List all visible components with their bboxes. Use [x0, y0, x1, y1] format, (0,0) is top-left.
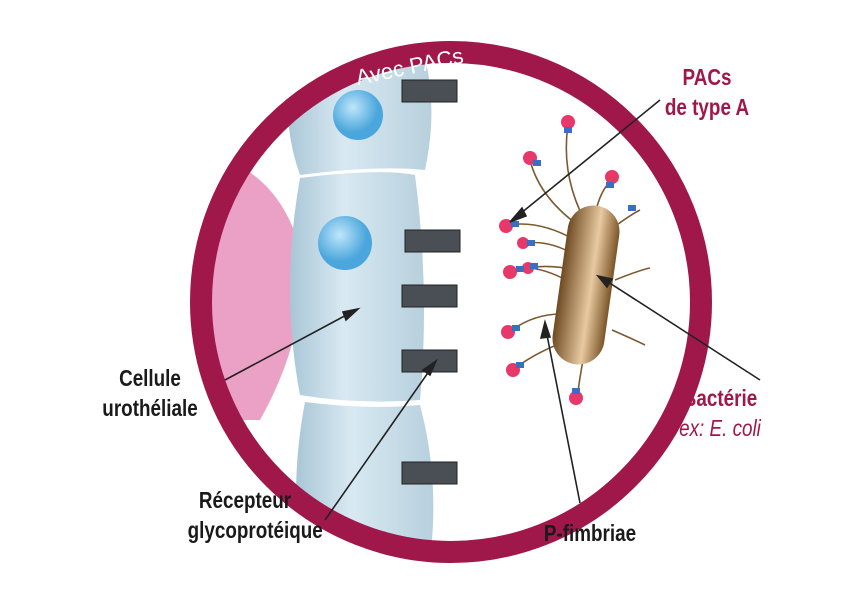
receptor-label-line1: Récepteur	[198, 487, 292, 513]
receptor	[401, 461, 458, 485]
pointer-arrows	[224, 99, 761, 521]
pacs-label-line1: PACs	[682, 64, 732, 90]
receptor	[401, 79, 458, 103]
pacs-label: PACs de type A	[662, 62, 752, 122]
bacteria	[552, 205, 620, 365]
cell-label-line2: urothéliale	[102, 395, 198, 421]
receptor-label-line2: glycoprotéique	[187, 517, 323, 543]
bacteria-label-name: Bactérie	[682, 385, 758, 411]
pacs	[499, 115, 636, 405]
cell-label: Cellule urothéliale	[101, 363, 199, 423]
nucleus	[318, 216, 372, 270]
bacteria-label: Bactérie ex: E. coli	[671, 383, 769, 443]
fimbriae-label: P-fimbriae	[543, 520, 637, 546]
pacs-label-line2: de type A	[664, 94, 750, 120]
receptor-label: Récepteur glycoprotéique	[187, 485, 323, 545]
nucleus	[333, 90, 383, 140]
bacteria-label-example: ex: E. coli	[679, 415, 761, 441]
magnifier-ring	[190, 41, 712, 563]
receptor	[401, 284, 458, 308]
glycoprotein-receptors	[401, 79, 461, 485]
cell-label-line1: Cellule	[119, 365, 181, 391]
receptor	[404, 229, 461, 253]
